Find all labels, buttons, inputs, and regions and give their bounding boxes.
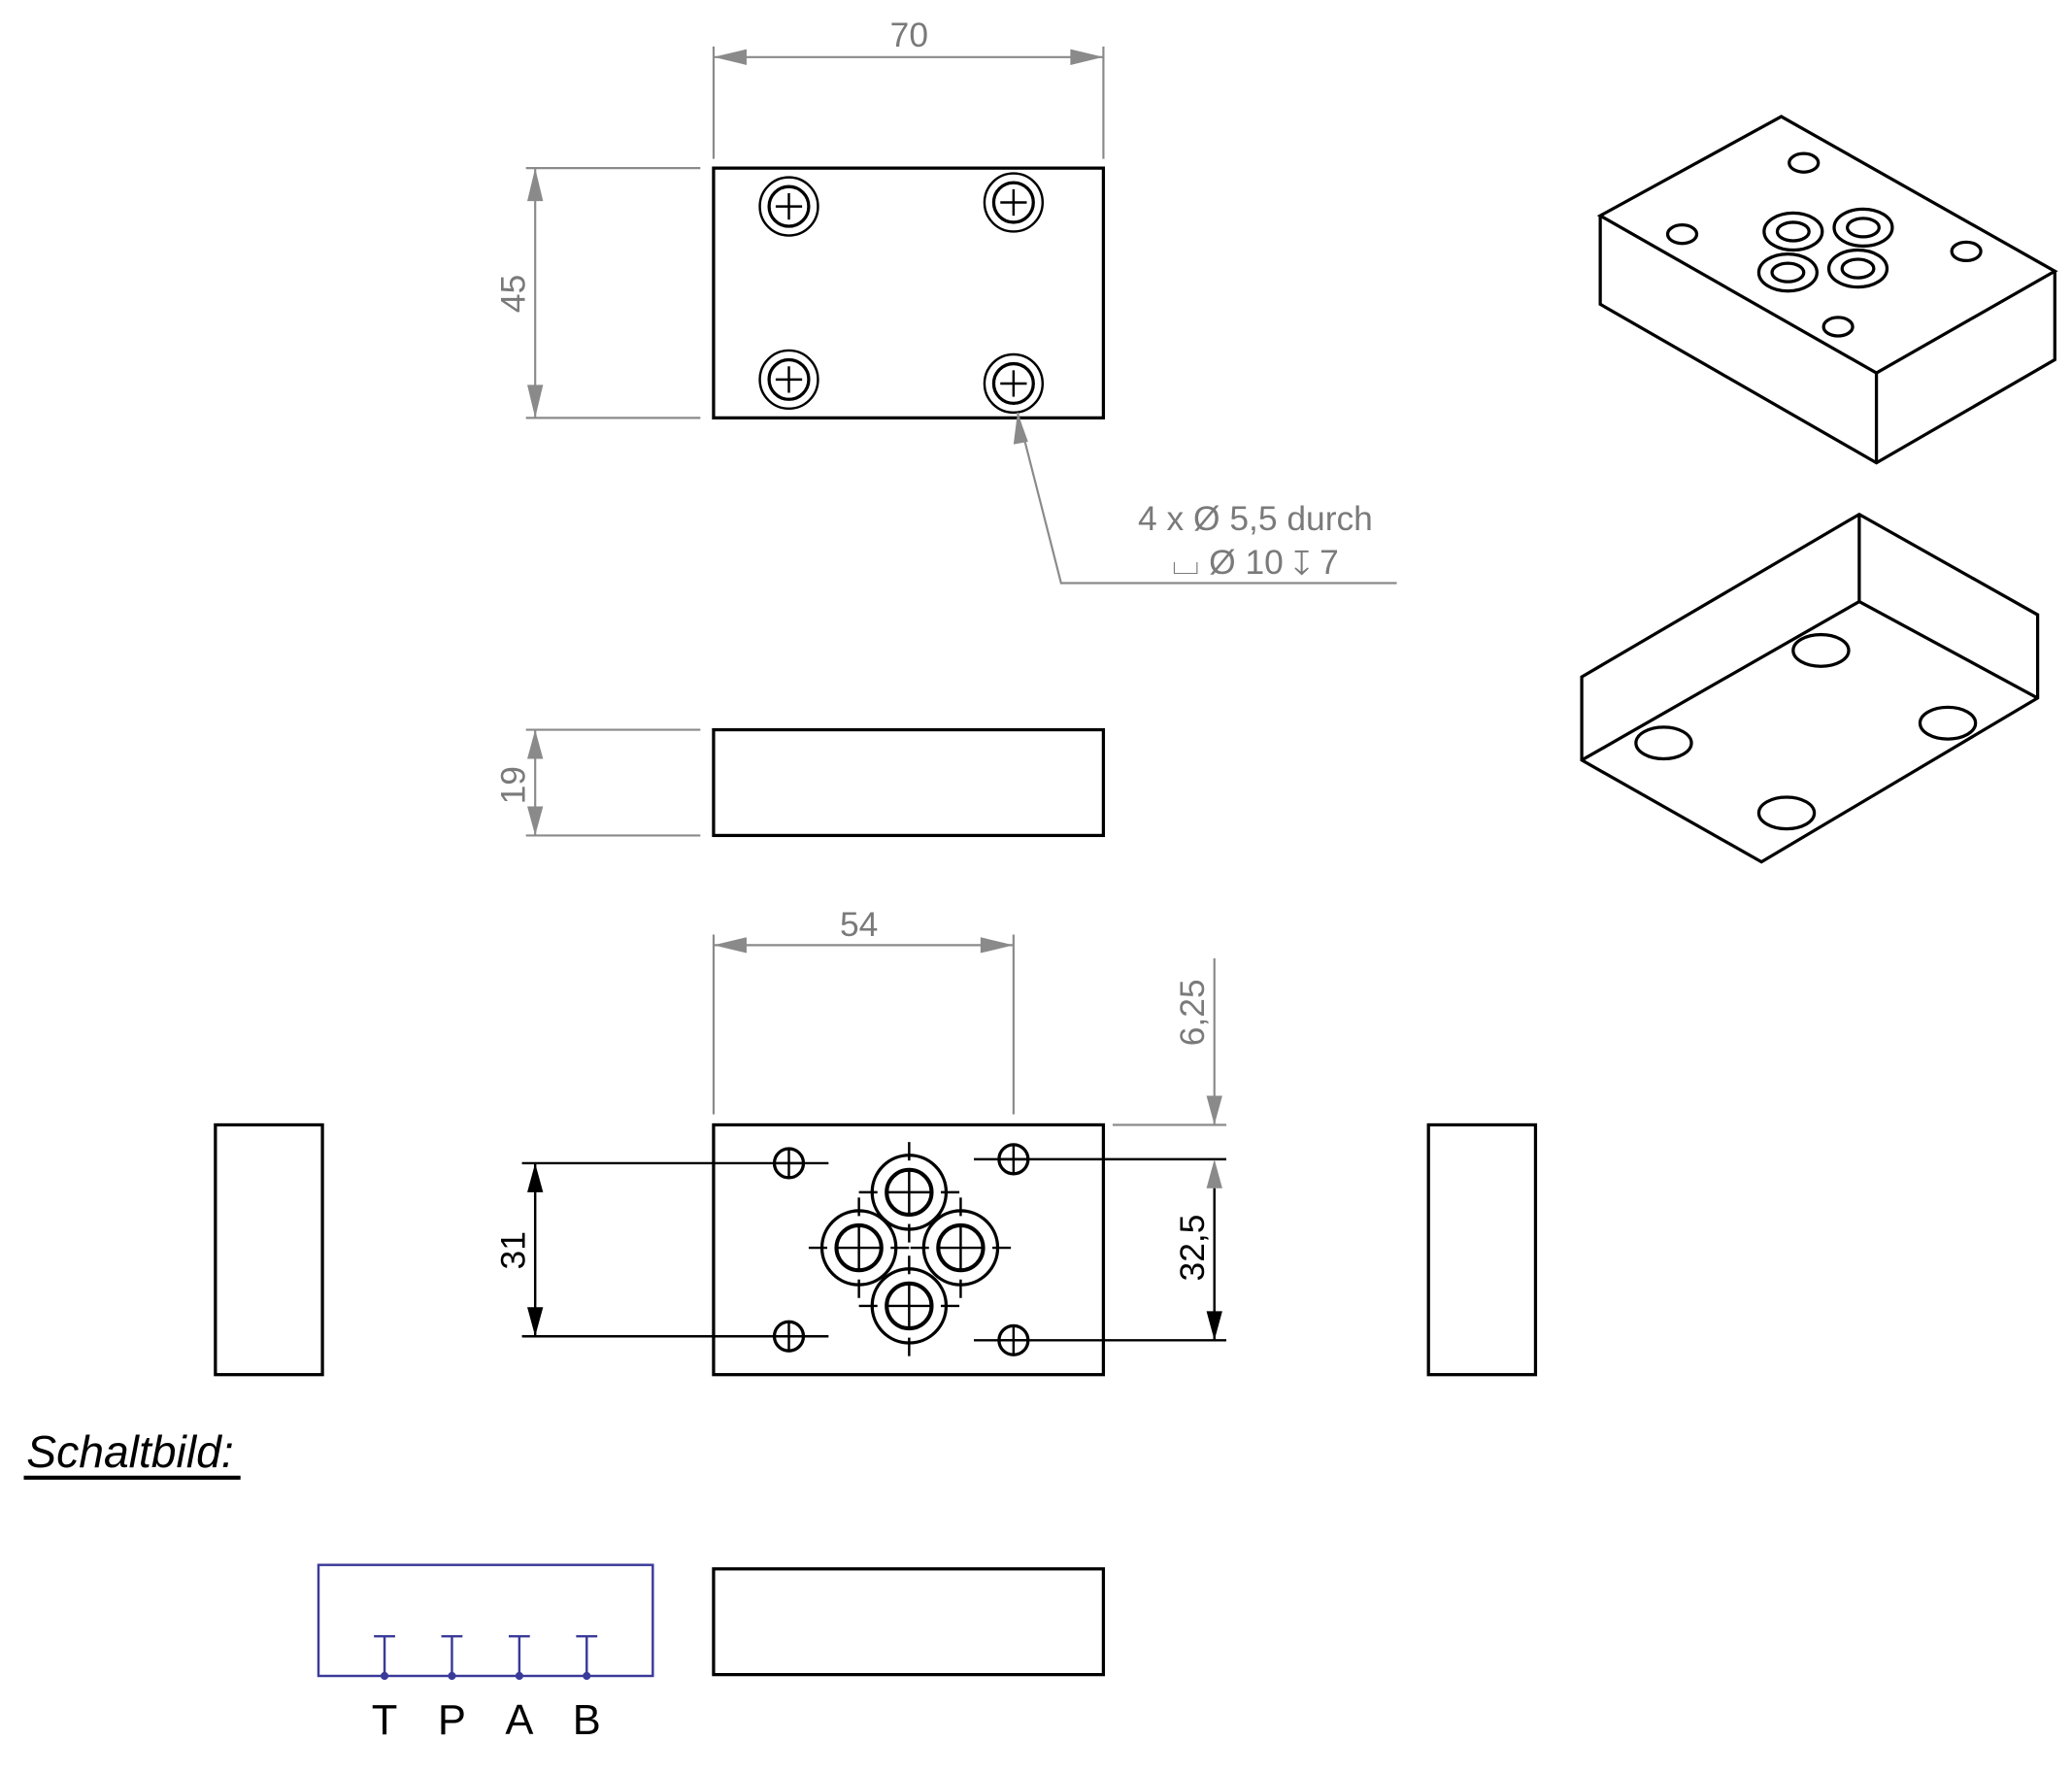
height-dimension: 45	[494, 275, 532, 313]
hole-note-line1: 4 x Ø 5,5 durch	[1138, 500, 1373, 538]
schematic: Schaltbild: T P A B	[23, 1426, 1106, 1744]
hole-spacing-dimension: 54	[840, 906, 878, 944]
port-label-A: A	[505, 1697, 533, 1744]
vertical-spacing-left: 31	[494, 1231, 532, 1269]
top-view: 70 45 4 x Ø 5,5 durch ⌴ Ø 10 ↧ 7	[494, 17, 1397, 585]
port-label-B: B	[573, 1697, 601, 1744]
side-view-bottom	[712, 1567, 1106, 1677]
port-label-P: P	[438, 1697, 466, 1744]
side-view: 19	[494, 727, 1106, 838]
width-dimension: 70	[890, 17, 928, 54]
hole-note-line2: ⌴ Ø 10 ↧ 7	[1172, 544, 1339, 582]
isometric-bottom	[1580, 512, 2040, 864]
port-label-T: T	[372, 1697, 398, 1744]
isometric-top	[1596, 115, 2058, 465]
port-stubs	[374, 1634, 598, 1681]
schematic-title: Schaltbild:	[26, 1426, 233, 1477]
edge-offset-dimension: 6,25	[1174, 979, 1212, 1046]
thickness-dimension: 19	[494, 766, 532, 804]
vertical-spacing-right: 32,5	[1174, 1215, 1212, 1282]
bottom-view: 31 6,25 32,5 54	[214, 906, 1538, 1377]
